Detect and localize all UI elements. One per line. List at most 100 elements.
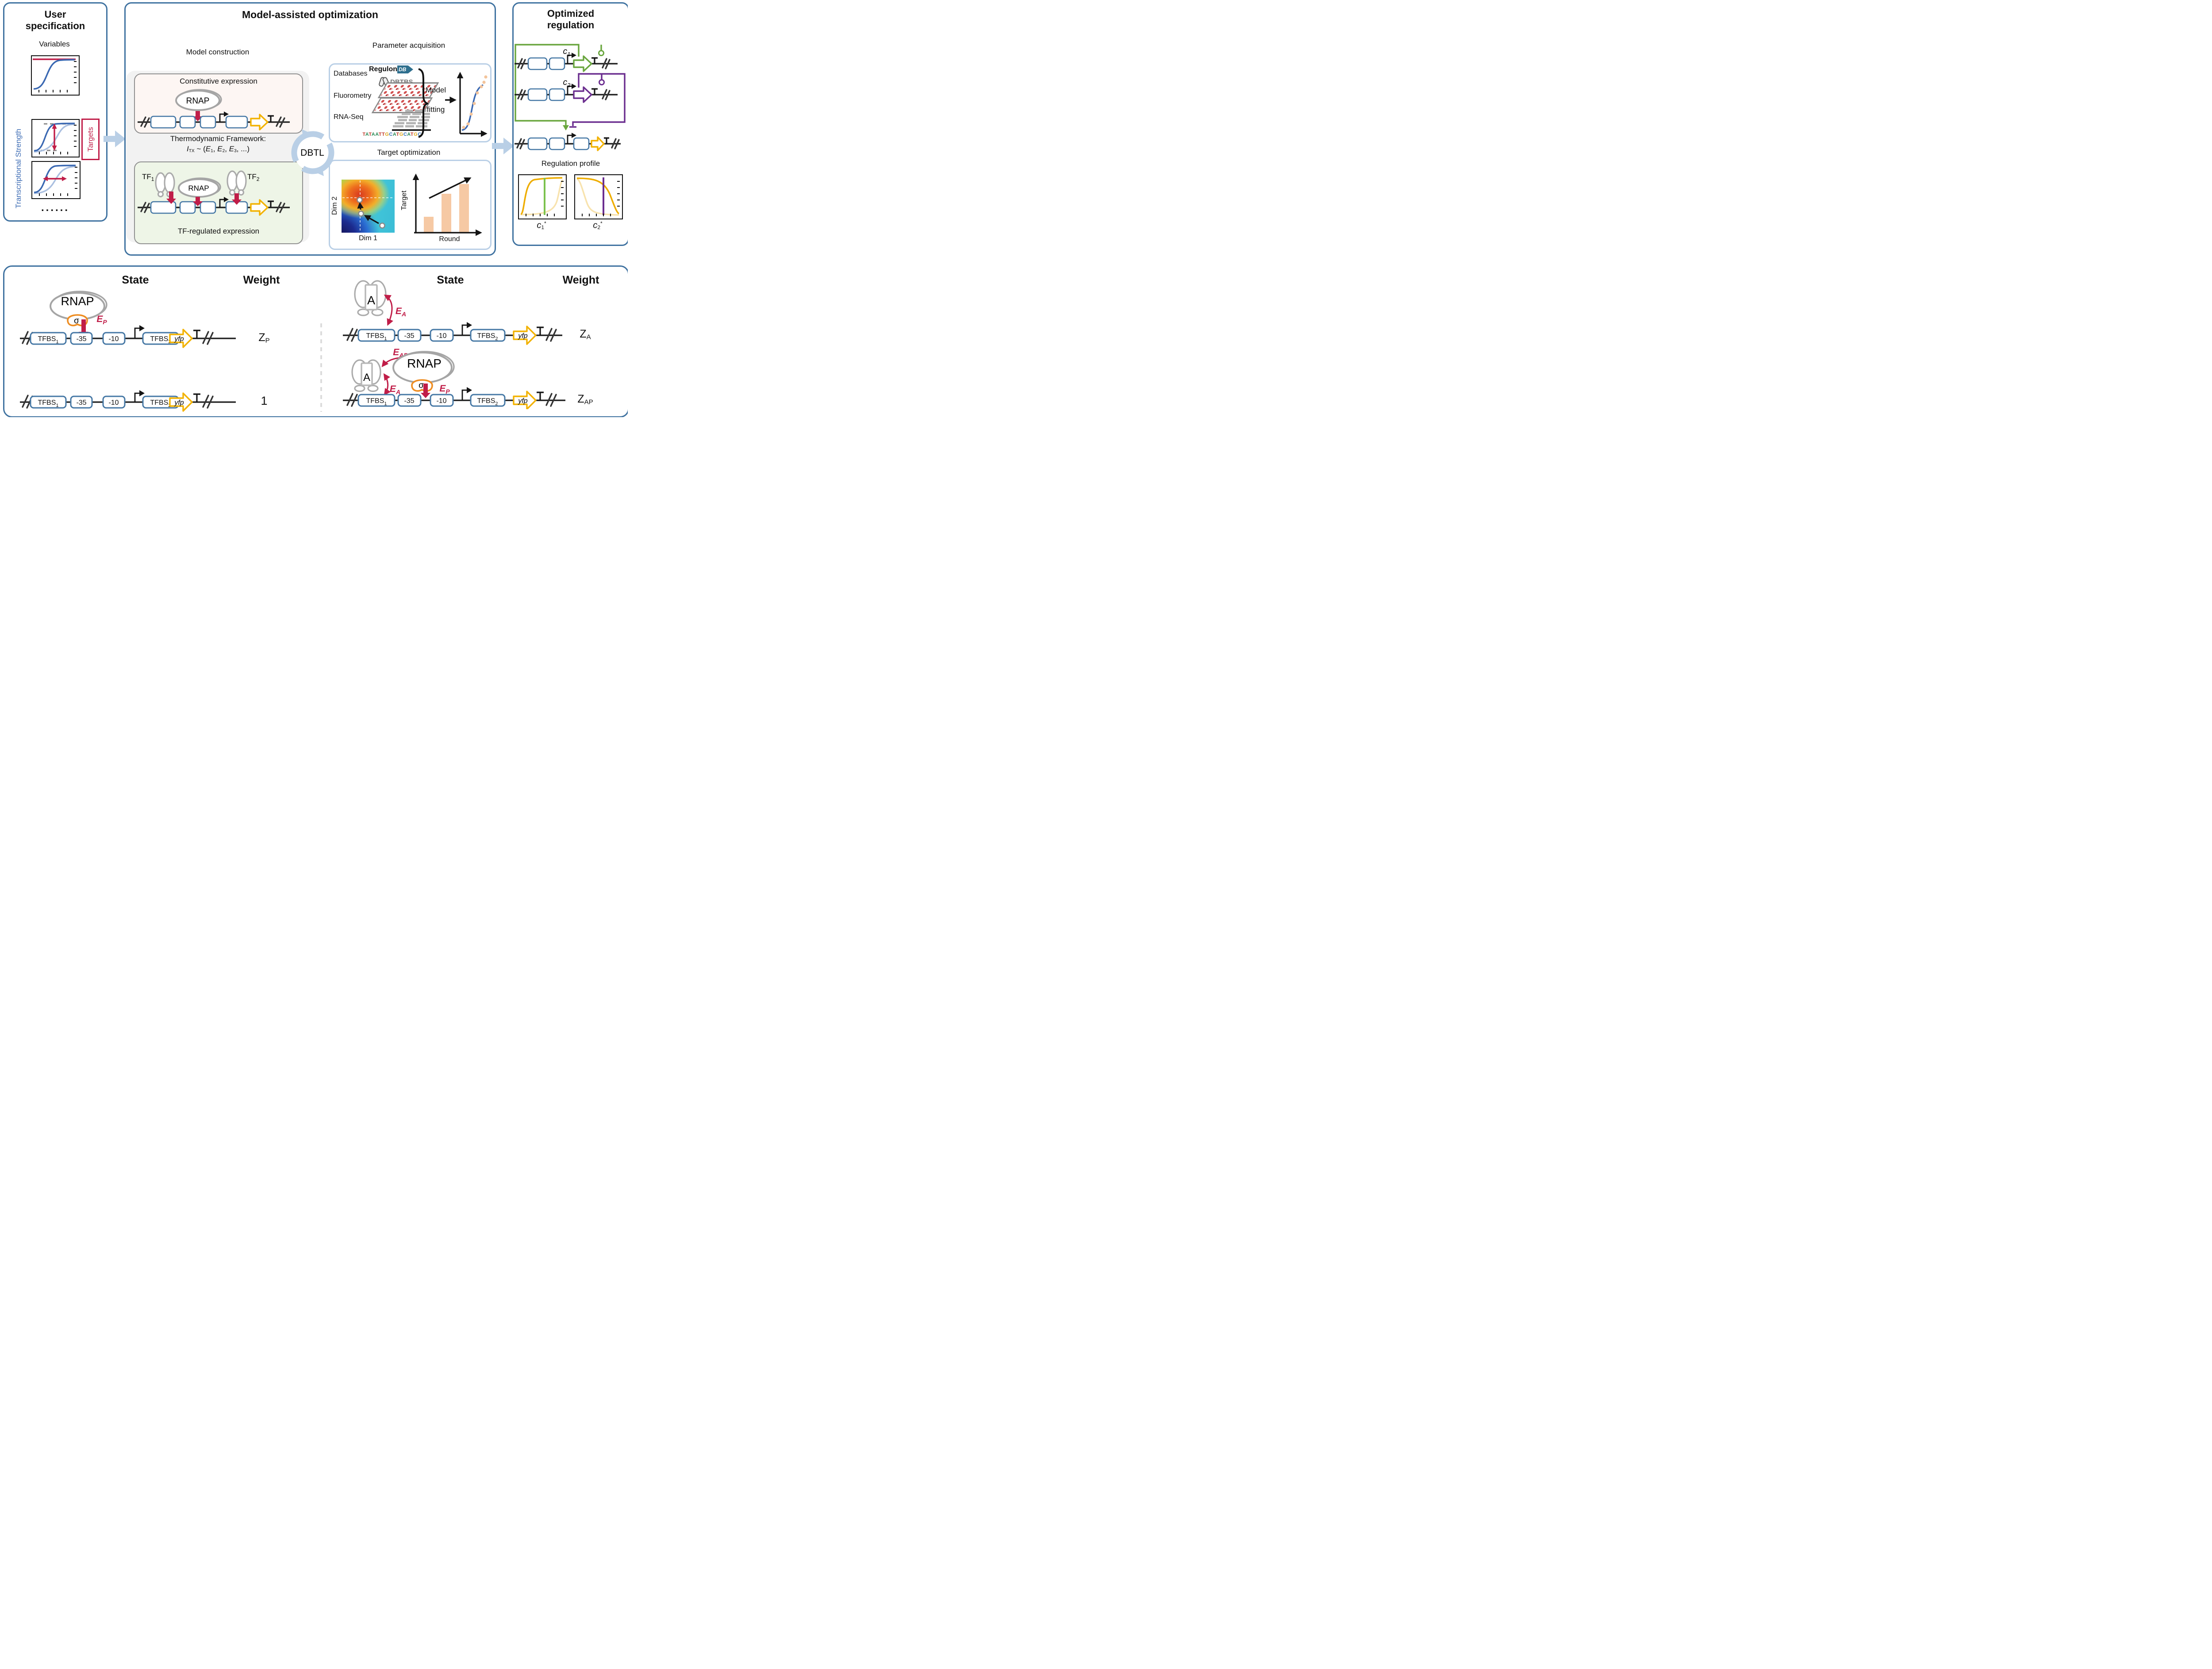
regulation-profile-heading: Regulation profile [541,159,600,168]
yfp-label: yfp [174,399,184,407]
optimized-circuits: c1 c2 [515,44,626,151]
sample-point [357,197,363,203]
state-zap-construct: EAP A RNAP σ EA EP TFBS1 -35 -10 [343,347,565,409]
middle-panel-title: Model-assisted optimization [242,9,378,20]
rnap-binding-arrow [193,197,203,206]
yfp-label: yfp [518,397,527,405]
weight-zp: ZP [258,331,270,345]
target-optimization-box: Dim 2 Dim 1 Target Round [329,160,492,250]
constitutive-expression-title: Constitutive expression [180,77,257,85]
c1-profile-plot [518,174,567,219]
tf2-binding-arrow [232,193,242,205]
tfbs1-label: TFBS1 [38,335,58,345]
c2-profile-canvas [576,177,620,216]
formula-mid: ~ ( [194,145,206,153]
axis-ticks [582,181,620,216]
weight-za: ZA [580,328,591,341]
rna-seq-label: RNA-Seq [334,113,364,121]
round-bar-1 [424,217,434,233]
read-bars [393,110,430,127]
gene-arrow [250,199,269,216]
round-bar-3 [459,184,469,233]
tf2-dimer-icon [227,170,247,196]
c1-activation-arrowhead [563,125,569,130]
shifted-sigmoid [34,123,75,153]
c2-label: c2 [563,78,571,88]
rnap-label: RNAP [186,96,210,106]
minus35-label: -35 [76,399,86,407]
c1-gene-arrow [573,55,592,72]
constitutive-construct: RNAP [138,89,290,130]
state-header-left: State [122,274,149,286]
formula-E3: E [229,145,234,153]
model-construction-heading: Model construction [186,48,250,56]
search-step-arrow [364,215,379,224]
framework-formula: ITX ~ (E1, E2, E3, ...) [186,145,250,154]
c1-regulatory-wire [515,44,580,127]
formula-E1: E [205,145,211,153]
model-fitting-plot [457,72,488,137]
c2-profile-plot [574,174,623,219]
state-za-construct: A EA TFBS1 -35 -10 TFBS2 yfp [343,280,562,345]
rna-seq-reads [392,110,431,131]
minus10-label: -10 [436,332,446,340]
search-step-arrow [357,202,364,210]
gene-arrow [250,114,269,130]
sigmoid-curve [33,59,75,90]
sample-point [358,211,364,217]
variables-plot-3-canvas [34,165,77,196]
shifted-sigmoid [34,165,76,194]
db-arrow-icon: DB [397,65,413,73]
databases-label: Databases [334,70,368,77]
fluorometry-label: Fluorometry [334,92,372,100]
yfp-gene-arrow [169,329,193,348]
c2-output-terminal [599,79,605,85]
weight-one: 1 [261,394,268,407]
tf-regulated-expression-box: TF1 TF2 RNAP [134,161,303,244]
c1-star-label: c1* [537,220,546,231]
tfbs1-label: TFBS1 [366,397,387,407]
user-specification-panel: User specification Variables Transcripti… [3,2,108,222]
regulon-text: Regulon [369,65,397,73]
yfp-gene-arrow [513,326,537,345]
section-divider [320,323,322,412]
minus10-label: -10 [436,397,446,405]
ea-energy-label: EA [396,306,406,318]
yfp-label: yfp [174,335,184,343]
c1-construct [515,53,618,72]
target-round-chart [412,173,482,236]
data-points [462,75,488,129]
fitting-arrow [445,96,457,104]
pale-profile-curve [576,178,619,216]
improvement-arrow [429,177,472,199]
c2-construct [515,84,618,103]
round-bar-2 [442,194,451,233]
range-arrow [52,123,57,151]
target-gene-arrow [591,136,605,151]
ea-energy-label: EA [390,384,400,395]
c1-label: c1 [563,47,571,58]
variables-plot-1 [31,55,80,96]
activator-label: A [363,372,370,384]
cycle-arrowhead-top [302,129,311,139]
sigma-label: σ [419,381,424,390]
c2-gene-arrow [573,86,592,103]
model-fitting-label-1: Model [425,86,446,94]
dbtl-cycle: DBTL [291,129,334,176]
weight-header-left: Weight [243,274,280,286]
yfp-label: yfp [518,332,527,340]
optimized-regulation-panel: Optimized regulation c1 c2 [512,2,628,246]
tfbs2-label: TFBS2 [477,332,498,341]
dim2-axis-label: Dim 2 [331,196,338,215]
target-axis-label: Target [400,190,408,211]
ellipsis-more-variables: ...... [41,202,69,214]
constitutive-expression-box: Constitutive expression RNAP [134,73,303,134]
c2-star-label: c2* [593,220,603,231]
ea-interaction-arrow [383,373,391,396]
yfp-gene-arrow [169,392,193,412]
right-title-line2: regulation [547,19,595,31]
state-header-right: State [437,274,464,286]
tf1-label: TF1 [142,173,154,182]
range-arrow [43,176,67,181]
variables-plot-1-canvas [33,58,77,92]
